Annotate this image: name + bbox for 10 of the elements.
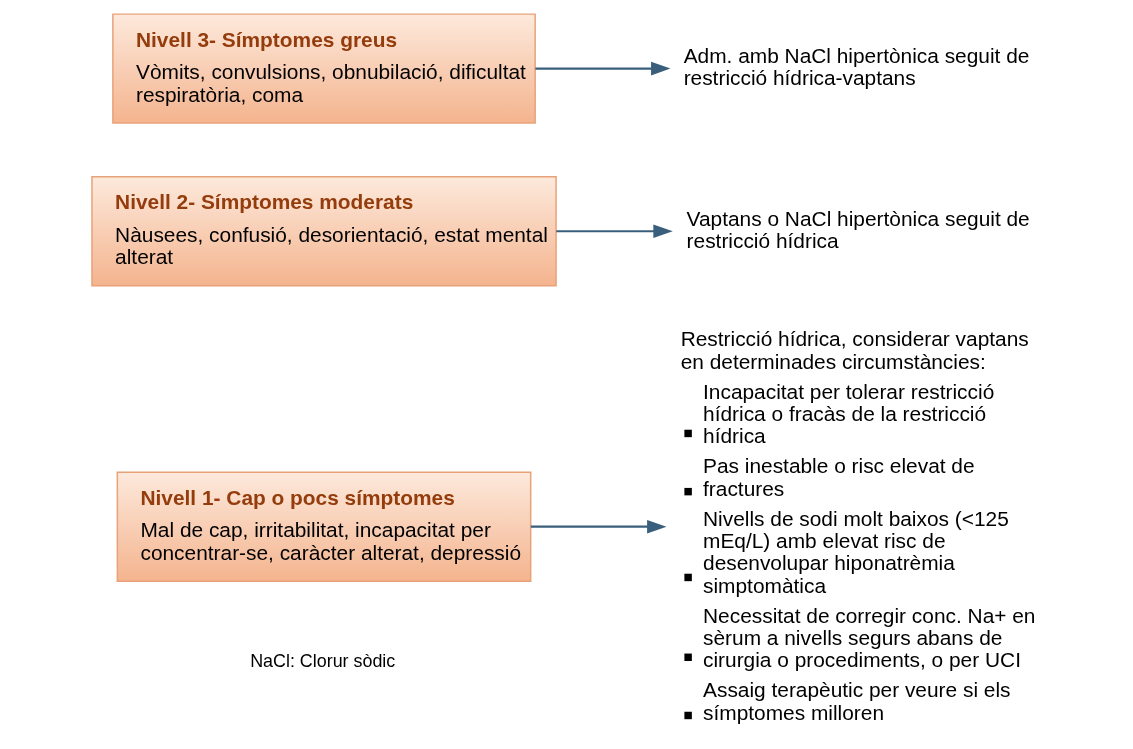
node-text: Adm. amb NaCl hipertònica seguit de restricció hídrica-vaptans <box>683 43 1030 90</box>
arrow <box>530 519 667 534</box>
node-box: Nivell 2- Símptomes moderats Nàusees, confusió, desorientació, estat mental alterat <box>91 176 557 287</box>
arrow <box>556 224 673 239</box>
node-box: Nivell 3- Símptomes greus Vòmits, convulsions, obnubilació, dificultat respiratòria, coma <box>112 13 536 124</box>
node-text: Restricció hídrica, considerar vaptans en determinades circumstàncies: Incapacitat per tolerar restricció hídrica o fracàs de la restricció hídrica Pas inestable o risc elevat de fractures Nivells de sodi molt baixos (<125 mEq/L) amb elevat risc de desenvolupar hiponatrèmia simptomàtica Necessitat de corregir conc. Na+ en sèrum a nivells segurs abans de cirurgia o procediments, o per UCI Assaig terapèutic per veure si els símptomes milloren <box>680 327 1036 724</box>
node-box: Nivell 1- Cap o pocs símptomes Mal de cap, irritabilitat, incapacitat per concentrar-se, caràcter alterat, depressió <box>116 471 532 582</box>
node-text: Vaptans o NaCl hipertònica seguit de restricció hídrica <box>686 206 1030 252</box>
label: NaCl: Clorur sòdic <box>250 651 396 672</box>
arrow <box>535 61 671 76</box>
